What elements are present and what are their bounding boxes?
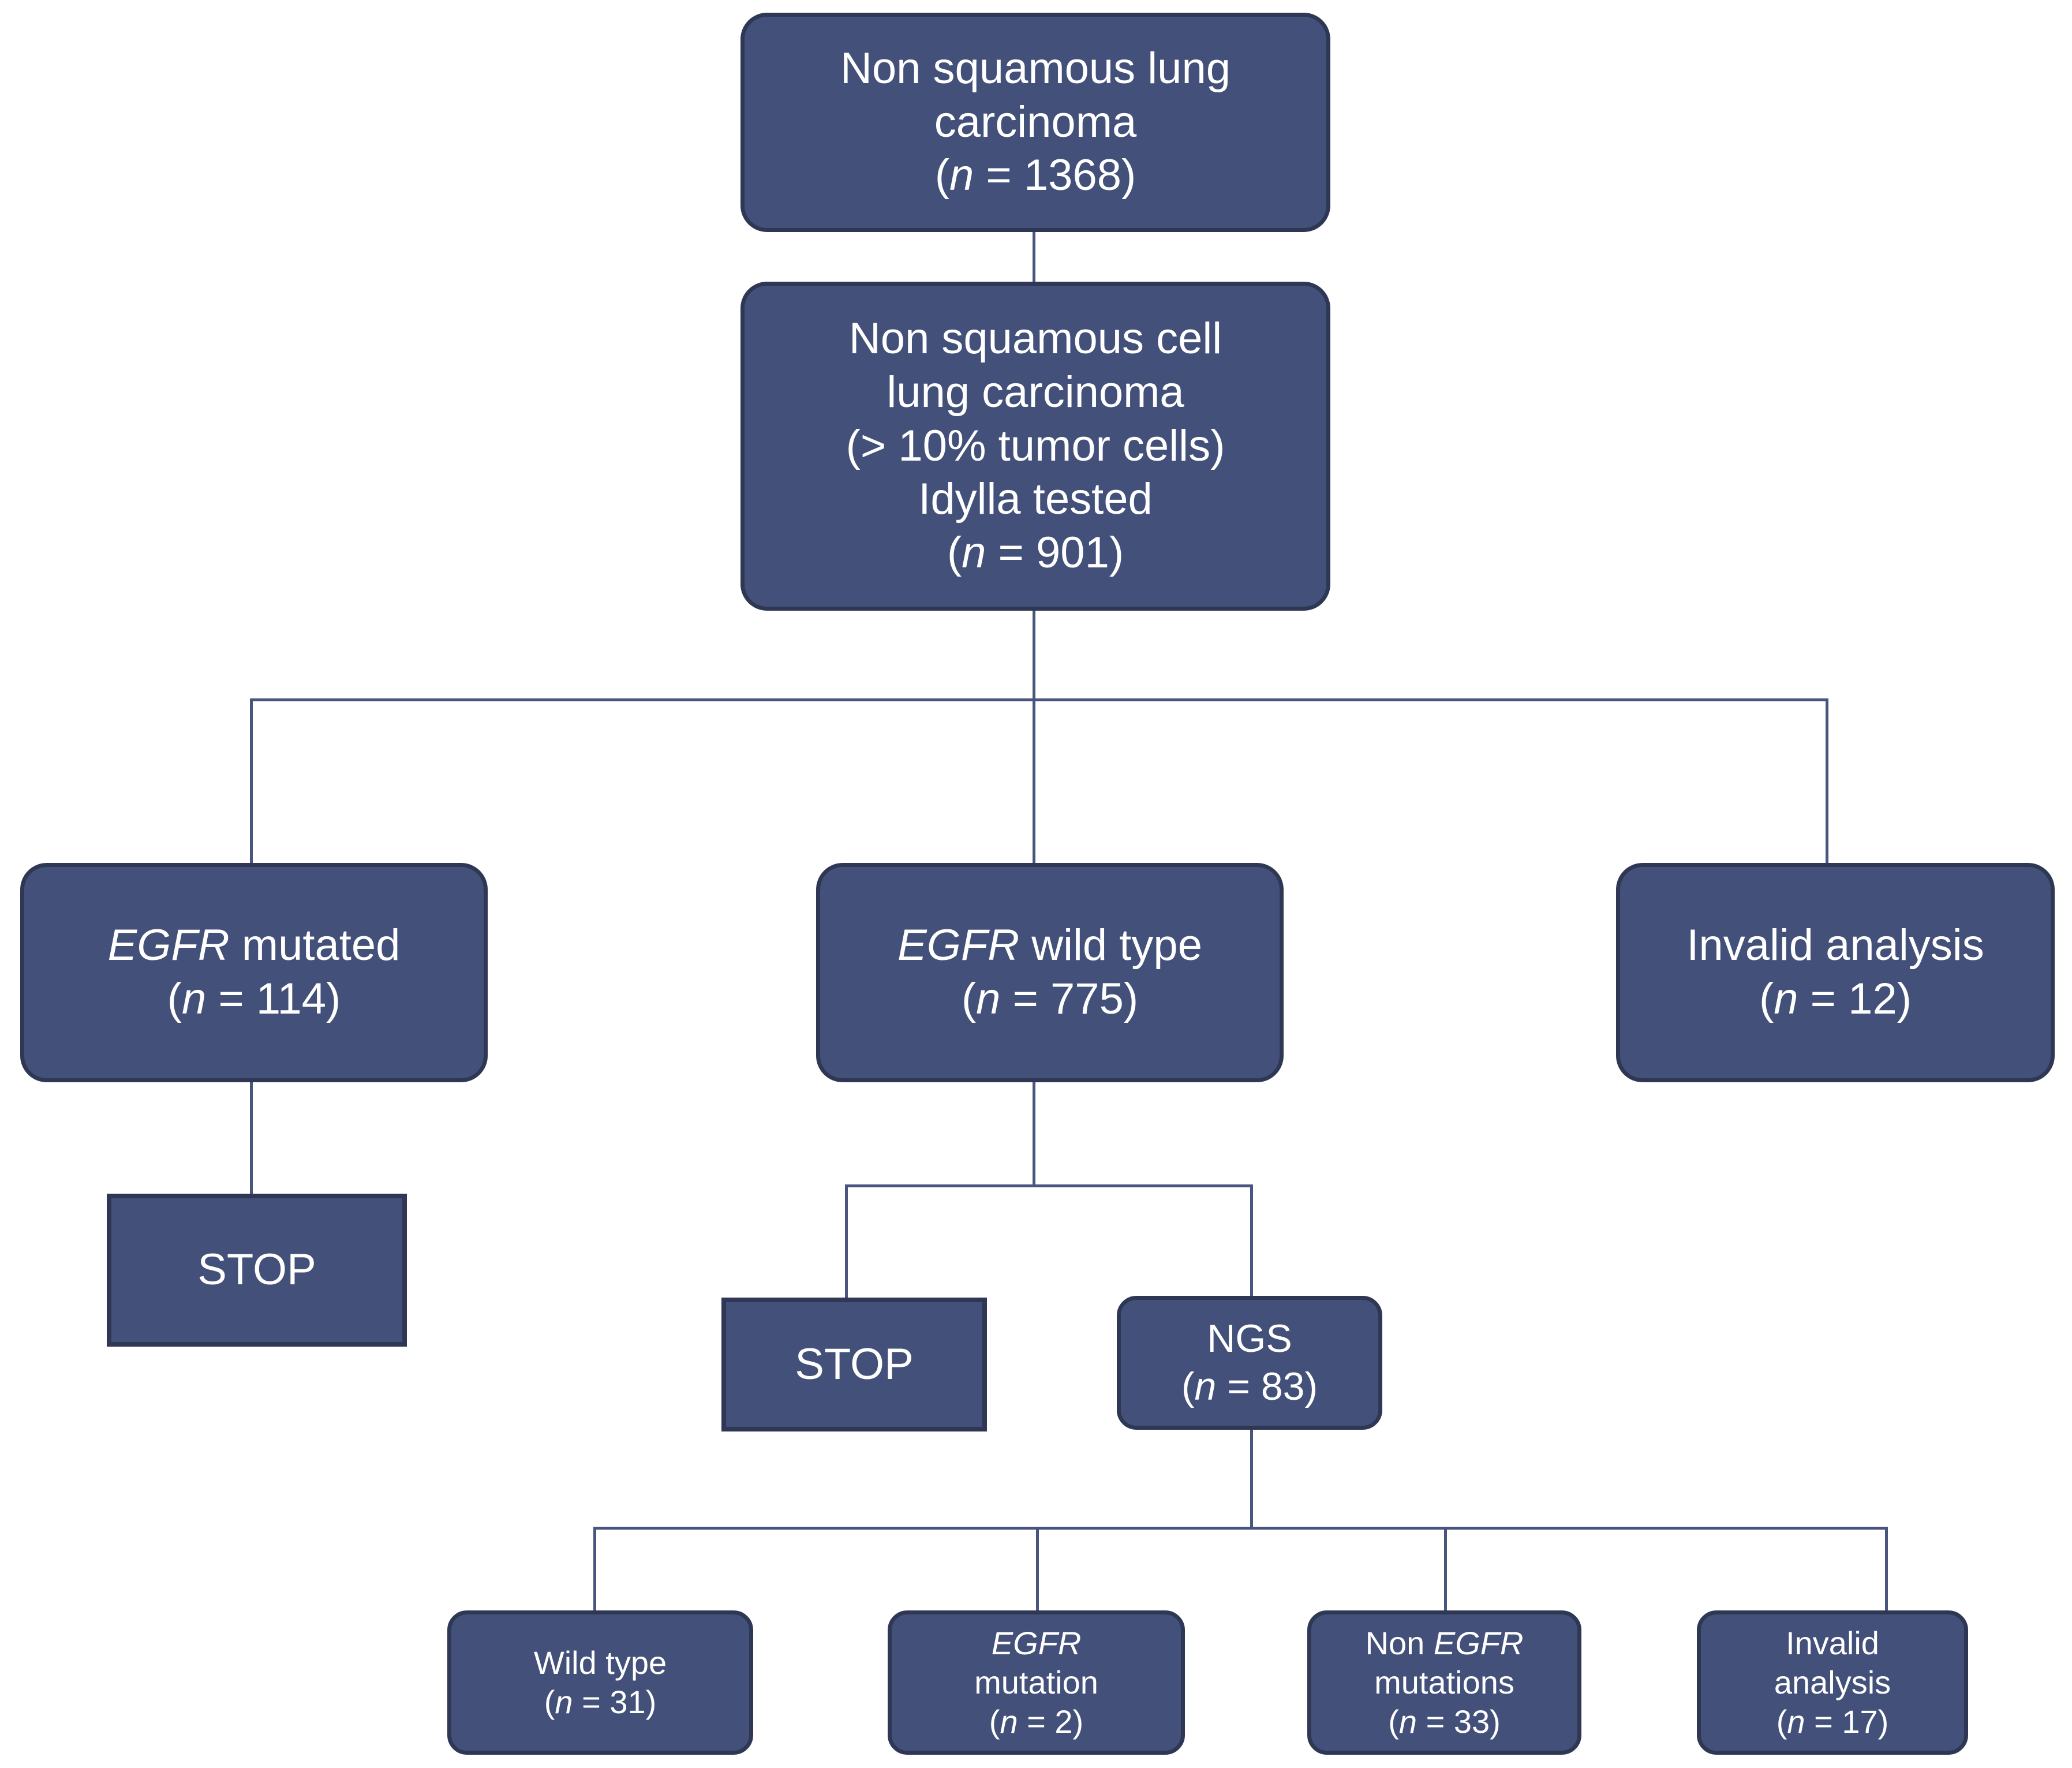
- idylla-line-4: Idylla tested: [918, 474, 1153, 524]
- ngs-invalid-line-2: analysis: [1774, 1664, 1891, 1700]
- egfr-mutated-label: EGFR mutated: [107, 921, 401, 970]
- egfr-mutated-count: (n = 114): [167, 974, 341, 1023]
- connector-bus-to-invalid-analysis: [1826, 698, 1828, 866]
- invalid-analysis-idylla-count: (n = 12): [1759, 974, 1912, 1023]
- stop-middle-label: STOP: [795, 1339, 914, 1389]
- stop-left-label: STOP: [197, 1245, 316, 1295]
- cohort-total-count: (n = 1368): [934, 151, 1136, 200]
- node-stop-left[interactable]: STOP: [107, 1194, 407, 1347]
- node-egfr-wild-type[interactable]: EGFR wild type (n = 775): [816, 863, 1284, 1082]
- idylla-line-3: (> 10% tumor cells): [846, 421, 1225, 470]
- egfr-wild-type-count: (n = 775): [961, 974, 1139, 1023]
- cohort-total-line-2: carcinoma: [934, 97, 1137, 147]
- connector-ngs-stem: [1250, 1408, 1253, 1530]
- ngs-invalid-count: (n = 17): [1776, 1703, 1889, 1740]
- ngs-non-egfr-gene-line: Non EGFR: [1365, 1624, 1524, 1661]
- connector-bus-to-stop-middle: [845, 1184, 848, 1300]
- idylla-line-1: Non squamous cell: [848, 314, 1222, 364]
- node-cohort-total[interactable]: Non squamous lung carcinoma (n = 1368): [740, 13, 1330, 232]
- ngs-non-egfr-label: mutations: [1374, 1664, 1514, 1700]
- node-invalid-analysis-idylla[interactable]: Invalid analysis (n = 12): [1616, 863, 2055, 1082]
- node-idylla-tested[interactable]: Non squamous cell lung carcinoma (> 10% …: [740, 282, 1330, 611]
- invalid-analysis-idylla-label: Invalid analysis: [1686, 921, 1984, 970]
- connector-wild-type-bus: [845, 1184, 1253, 1187]
- ngs-label: NGS: [1207, 1317, 1292, 1361]
- ngs-invalid-line-1: Invalid: [1786, 1624, 1879, 1661]
- connector-bus-to-ngs: [1250, 1184, 1253, 1300]
- ngs-egfr-mutation-label: mutation: [974, 1664, 1098, 1700]
- connector-bus-to-egfr-mutated: [250, 698, 253, 866]
- node-ngs-wild-type[interactable]: Wild type (n = 31): [447, 1610, 753, 1755]
- node-ngs-invalid-analysis[interactable]: Invalid analysis (n = 17): [1697, 1610, 1968, 1755]
- connector-bus-to-ngs-wild-type: [593, 1527, 596, 1613]
- ngs-egfr-mutation-count: (n = 2): [989, 1703, 1084, 1740]
- connector-bus-to-egfr-wild-type: [1033, 698, 1035, 866]
- node-egfr-mutated[interactable]: EGFR mutated (n = 114): [20, 863, 488, 1082]
- connector-ngs-bus: [593, 1527, 1888, 1530]
- ngs-wild-type-label: Wild type: [533, 1644, 667, 1681]
- connector-idylla-stem: [1033, 609, 1035, 701]
- node-stop-middle[interactable]: STOP: [721, 1298, 987, 1431]
- node-ngs-non-egfr-mutations[interactable]: Non EGFR mutations (n = 33): [1307, 1610, 1581, 1755]
- connector-egfr-mutated-to-stop: [250, 1081, 253, 1196]
- ngs-egfr-mutation-gene: EGFR: [991, 1624, 1082, 1661]
- ngs-non-egfr-count: (n = 33): [1388, 1703, 1501, 1740]
- connector-total-to-idylla: [1033, 230, 1035, 285]
- idylla-count: (n = 901): [947, 528, 1124, 578]
- ngs-count: (n = 83): [1181, 1365, 1318, 1408]
- connector-wild-type-stem: [1033, 1081, 1035, 1187]
- connector-bus-to-ngs-egfr-mutation: [1036, 1527, 1039, 1613]
- idylla-line-2: lung carcinoma: [887, 367, 1184, 417]
- egfr-wild-type-label: EGFR wild type: [897, 921, 1202, 970]
- cohort-total-line-1: Non squamous lung: [840, 43, 1231, 93]
- connector-tier3-bus: [250, 698, 1828, 701]
- connector-bus-to-ngs-invalid: [1885, 1527, 1888, 1613]
- node-ngs[interactable]: NGS (n = 83): [1117, 1296, 1382, 1430]
- connector-bus-to-ngs-non-egfr: [1444, 1527, 1447, 1613]
- ngs-wild-type-count: (n = 31): [544, 1684, 657, 1720]
- node-ngs-egfr-mutation[interactable]: EGFR mutation (n = 2): [888, 1610, 1185, 1755]
